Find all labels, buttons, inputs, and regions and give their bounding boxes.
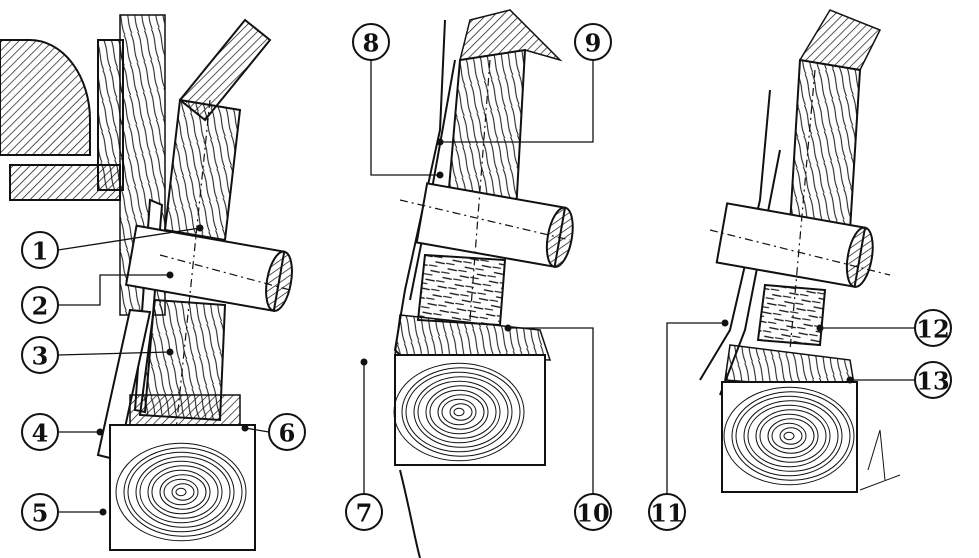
callout-number: 6 <box>279 419 296 448</box>
callout-number: 3 <box>32 342 49 371</box>
growth-ring <box>405 371 513 453</box>
upper-log <box>163 98 242 242</box>
growth-ring <box>755 409 827 463</box>
callout-13: 13 <box>914 361 952 399</box>
log-cross-section-1 <box>109 424 256 551</box>
growth-ring <box>453 407 465 417</box>
callout-9: 9 <box>574 23 612 61</box>
growth-ring <box>425 385 497 439</box>
artist-signature <box>859 429 901 491</box>
growth-ring <box>723 386 855 486</box>
log-cross-section-3 <box>721 381 858 493</box>
callout-number: 1 <box>32 237 49 266</box>
growth-ring <box>731 391 851 481</box>
growth-ring <box>449 403 473 421</box>
callout-number: 8 <box>363 29 380 58</box>
round-log-section <box>0 39 91 156</box>
insulation-block <box>416 253 507 327</box>
callout-2: 2 <box>21 286 59 324</box>
callout-number: 7 <box>356 499 373 528</box>
growth-ring <box>135 456 231 528</box>
panel-2 <box>393 9 574 558</box>
callout-number: 13 <box>916 367 949 396</box>
callout-11: 11 <box>648 493 686 531</box>
growth-ring <box>393 362 525 462</box>
callout-number: 12 <box>916 315 949 344</box>
growth-ring <box>783 431 795 441</box>
sill-plate <box>9 164 121 201</box>
growth-ring <box>175 487 187 497</box>
growth-ring <box>123 447 243 537</box>
growth-ring <box>171 483 195 501</box>
callout-10: 10 <box>574 493 612 531</box>
growth-ring <box>127 451 235 533</box>
callout-5: 5 <box>21 493 59 531</box>
callout-12: 12 <box>914 309 952 347</box>
growth-ring <box>147 465 219 519</box>
callout-8: 8 <box>352 23 390 61</box>
growth-ring <box>759 413 819 459</box>
growth-ring <box>163 478 199 506</box>
leader-lines <box>57 60 915 516</box>
growth-ring <box>401 367 521 457</box>
growth-ring <box>115 442 247 542</box>
growth-ring <box>767 418 815 454</box>
callout-7: 7 <box>345 493 383 531</box>
callout-3: 3 <box>21 336 59 374</box>
stovepipe-3 <box>715 202 874 288</box>
callout-number: 11 <box>650 499 683 528</box>
growth-ring <box>779 427 803 445</box>
callout-4: 4 <box>21 413 59 451</box>
panel-3 <box>699 9 901 493</box>
growth-ring <box>441 398 477 426</box>
growth-ring <box>413 376 509 448</box>
growth-ring <box>139 460 223 524</box>
callout-number: 4 <box>32 419 49 448</box>
growth-ring <box>747 404 831 468</box>
panel-1 <box>0 14 293 551</box>
callout-1: 1 <box>21 231 59 269</box>
growth-ring <box>429 389 489 435</box>
log-cross-section-2 <box>393 354 546 466</box>
growth-ring <box>437 394 485 430</box>
callout-number: 5 <box>32 499 49 528</box>
growth-ring <box>159 474 207 510</box>
callout-6: 6 <box>268 413 306 451</box>
callout-number: 9 <box>585 29 602 58</box>
callout-number: 2 <box>32 292 49 321</box>
growth-ring <box>771 422 807 450</box>
growth-ring <box>151 469 211 515</box>
growth-ring <box>743 400 839 472</box>
growth-ring <box>417 380 501 444</box>
growth-ring <box>735 395 843 477</box>
stovepipe-1 <box>124 224 293 312</box>
callout-number: 10 <box>576 499 609 528</box>
